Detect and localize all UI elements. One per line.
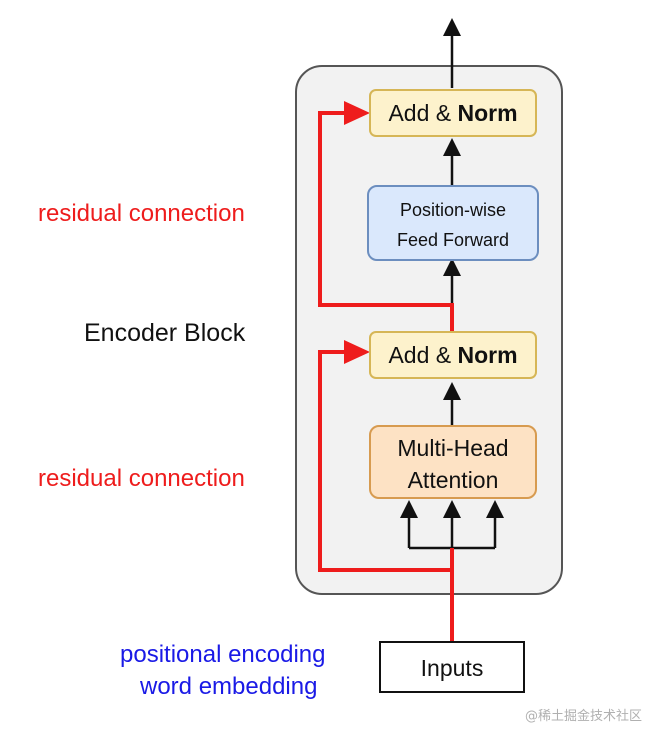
residual-label-top: residual connection xyxy=(38,200,245,227)
add-norm-bottom-label: Add & Norm xyxy=(388,342,517,368)
attention-line1: Multi-Head xyxy=(397,435,508,461)
attention-line2: Attention xyxy=(408,467,499,493)
encoder-block-container xyxy=(295,65,563,595)
feed-forward-box xyxy=(367,185,539,261)
arrow-heads xyxy=(400,18,504,518)
encoder-block-label: Encoder Block xyxy=(84,319,246,347)
arrow-head-q xyxy=(400,500,418,518)
add-norm-top-label: Add & Norm xyxy=(388,100,517,126)
feed-forward-line1: Position-wise xyxy=(400,200,506,220)
residual-head-top xyxy=(344,101,370,125)
arrow-head-ff xyxy=(443,258,461,276)
arrow-head-bottom-norm xyxy=(443,382,461,400)
embedding-label-line2: word embedding xyxy=(139,673,317,700)
watermark: @稀土掘金技术社区 xyxy=(525,708,642,724)
attention-box xyxy=(369,425,537,499)
residual-arrow-heads xyxy=(344,101,370,364)
arrow-head-output xyxy=(443,18,461,36)
residual-connections xyxy=(318,111,454,642)
residual-path-bottom xyxy=(318,350,454,642)
inputs-box xyxy=(379,641,525,693)
embedding-label-line1: positional encoding xyxy=(120,641,326,668)
feed-forward-line2: Feed Forward xyxy=(397,230,509,250)
residual-path-top xyxy=(318,111,454,332)
arrow-head-k xyxy=(443,500,461,518)
arrow-head-v xyxy=(486,500,504,518)
residual-label-bottom: residual connection xyxy=(38,465,245,492)
residual-head-bottom xyxy=(344,340,370,364)
arrow-head-top-norm xyxy=(443,138,461,156)
add-norm-box-top xyxy=(369,89,537,137)
add-norm-box-bottom xyxy=(369,331,537,379)
inputs-label: Inputs xyxy=(421,655,484,681)
